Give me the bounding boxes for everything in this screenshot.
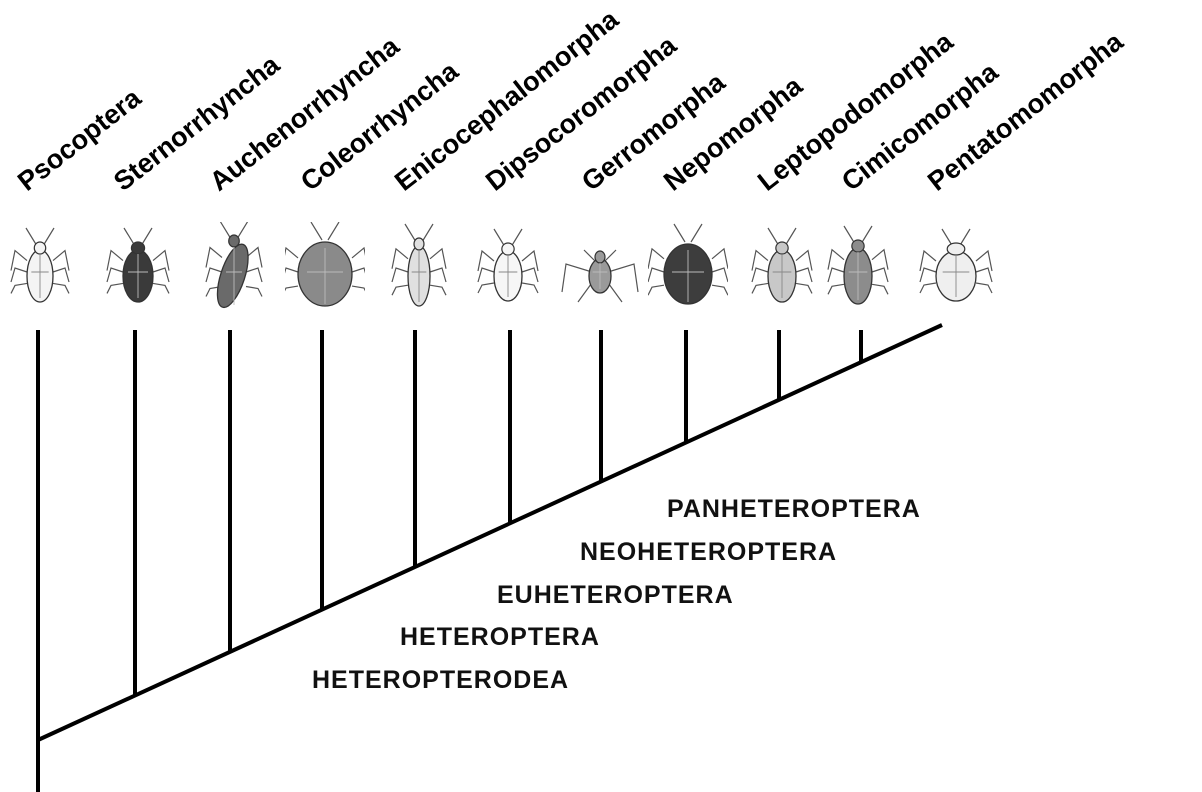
stink-bug-icon bbox=[916, 222, 996, 322]
clade-label-heteropterodea: HETEROPTERODEA bbox=[312, 668, 569, 693]
unique-headed-bug-icon bbox=[379, 222, 459, 322]
shore-bug-icon bbox=[742, 222, 822, 322]
clade-label-neoheteroptera: NEOHETEROPTERA bbox=[580, 540, 837, 565]
water-bug-icon bbox=[648, 222, 728, 322]
psocopteran-insect-icon bbox=[0, 222, 80, 322]
leafhopper-insect-icon bbox=[194, 222, 274, 322]
clade-label-euheteroptera: EUHETEROPTERA bbox=[497, 583, 734, 608]
water-strider-icon bbox=[560, 222, 640, 322]
clade-label-panheteroptera: PANHETEROPTERA bbox=[667, 497, 921, 522]
aphid-insect-icon bbox=[98, 222, 178, 322]
jumping-ground-bug-icon bbox=[468, 222, 548, 322]
plant-bug-icon bbox=[818, 222, 898, 322]
moss-bug-icon bbox=[285, 222, 365, 322]
clade-label-heteroptera: HETEROPTERA bbox=[400, 625, 600, 650]
